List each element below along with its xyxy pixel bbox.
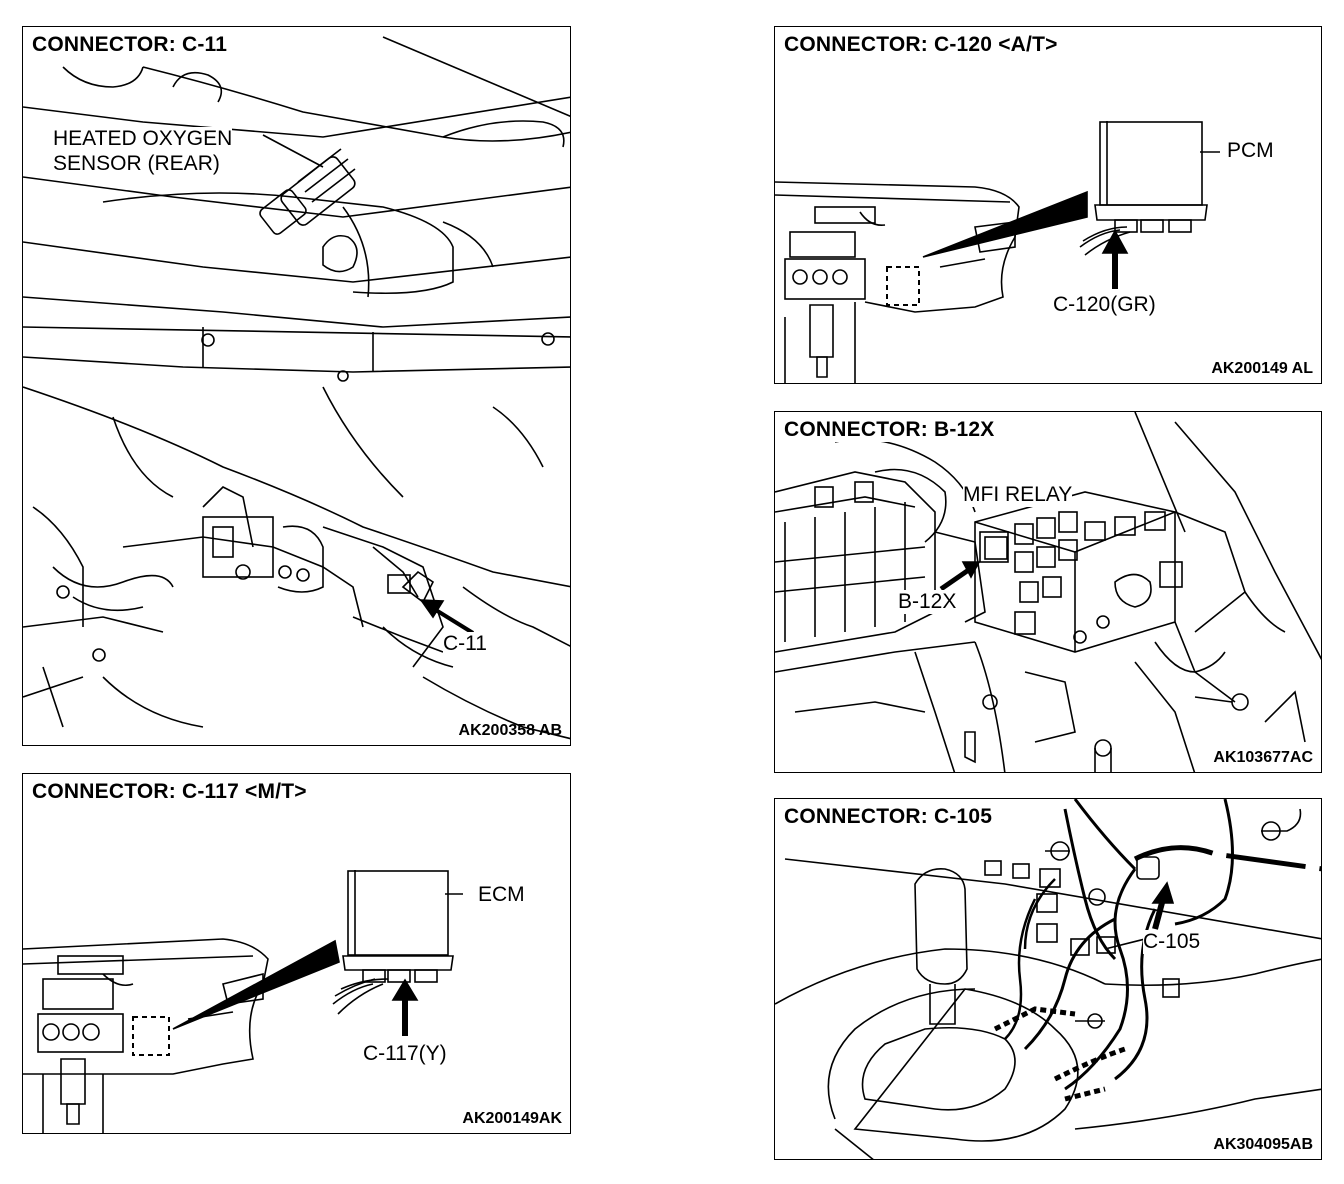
b12x-connector-label: B-12X — [898, 590, 957, 614]
c105-title: CONNECTOR: C-105 — [784, 805, 997, 829]
connector-b12x-panel: CONNECTOR: B-12X MFI RELAY B-12X AK10367… — [774, 411, 1322, 773]
ecm-label: ECM — [478, 883, 525, 907]
c11-connector-label: C-11 — [443, 632, 487, 656]
c120-title: CONNECTOR: C-120 <A/T> — [784, 33, 1062, 57]
c117-figure-code: AK200149AK — [462, 1110, 562, 1127]
c120-figure-code: AK200149 AL — [1211, 360, 1313, 377]
b12x-title: CONNECTOR: B-12X — [784, 418, 999, 442]
c117-connector-label: C-117(Y) — [363, 1042, 447, 1066]
pcm-label: PCM — [1227, 139, 1274, 163]
connector-c105-panel: CONNECTOR: C-105 C-105 AK304095AB — [774, 798, 1322, 1160]
c11-figure-code: AK200358 AB — [458, 722, 562, 739]
c11-illustration — [23, 36, 570, 740]
c117-illustration — [23, 870, 463, 1133]
b12x-figure-code: AK103677AC — [1213, 749, 1313, 766]
c120-connector-label: C-120(GR) — [1053, 293, 1156, 317]
c105-figure-code: AK304095AB — [1213, 1136, 1313, 1153]
connector-c11-panel: CONNECTOR: C-11 HEATED OXYGEN SENSOR (RE… — [22, 26, 571, 746]
sensor-label-line2: SENSOR (REAR) — [53, 152, 220, 176]
sensor-label-line1: HEATED OXYGEN — [53, 127, 233, 151]
c120-illustration — [775, 121, 1220, 383]
mfi-relay-label: MFI RELAY — [963, 483, 1073, 507]
c105-illustration — [775, 799, 1321, 1159]
connector-c120-panel: CONNECTOR: C-120 <A/T> PCM C-120(GR) AK2… — [774, 26, 1322, 384]
c11-title: CONNECTOR: C-11 — [32, 33, 232, 57]
c105-connector-label: C-105 — [1143, 930, 1201, 954]
connector-c117-panel: CONNECTOR: C-117 <M/T> ECM C-117(Y) AK20… — [22, 773, 571, 1134]
c117-title: CONNECTOR: C-117 <M/T> — [32, 780, 311, 804]
b12x-illustration — [775, 412, 1321, 772]
